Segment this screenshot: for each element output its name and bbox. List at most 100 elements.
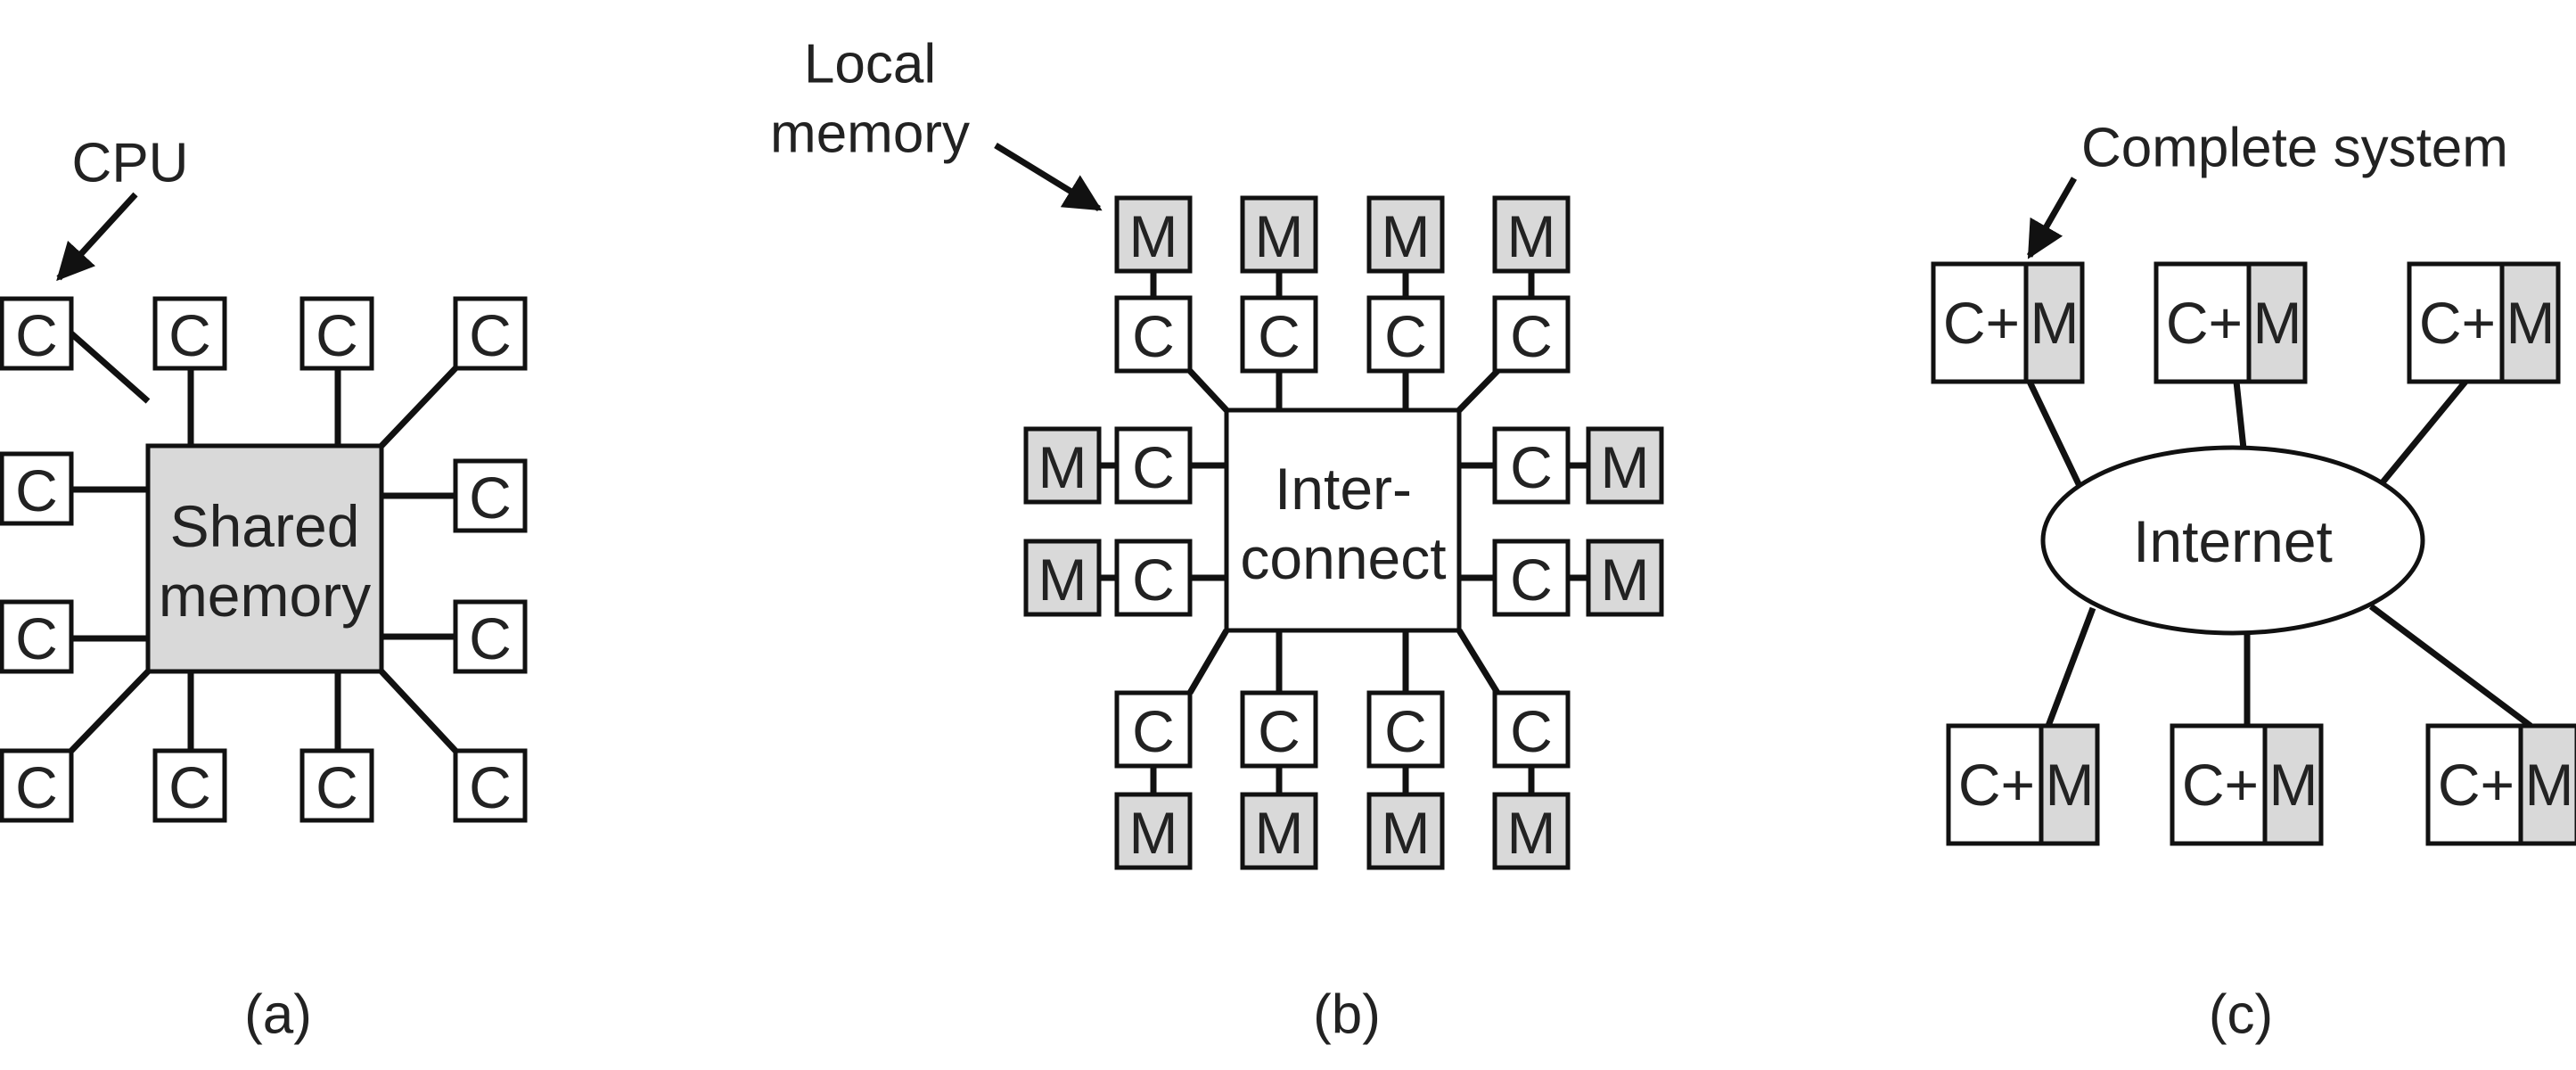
cpu-node-box [1114, 295, 1193, 374]
interconnect-block: Inter-connect [1224, 407, 1462, 633]
cpu-node-box [453, 296, 528, 371]
local-memory-node-box [1114, 792, 1193, 870]
cpu-node-box [1492, 426, 1571, 505]
cpu-node: C [299, 748, 374, 823]
cpu-node-label: C [1510, 303, 1553, 369]
cpu-node: C [1240, 690, 1318, 769]
local-memory-node-label: M [1601, 434, 1650, 500]
cpu-annotation-arrow [56, 192, 138, 282]
cpu-node-label: C [15, 302, 58, 368]
shared-memory-label-line2: memory [159, 563, 371, 629]
local-memory-node: M [1586, 539, 1664, 617]
cpu-node: C [453, 458, 528, 533]
local-memory-node-label: M [1382, 800, 1431, 866]
local-memory-node-label: M [1129, 800, 1178, 866]
cpu-node-label: C [1510, 547, 1553, 613]
local-memory-node: M [1492, 792, 1571, 870]
cpu-node: C [299, 296, 374, 371]
cpu-node: C [0, 748, 74, 823]
cpu-node: C [0, 296, 74, 371]
local-memory-node-label: M [1507, 800, 1556, 866]
cpu-node-box [1114, 426, 1193, 505]
cpu-node: C [1114, 539, 1193, 617]
local-memory-node-box [1240, 195, 1318, 274]
node-cpu-part [2170, 723, 2268, 846]
interconnect-label-line1: Inter- [1275, 456, 1412, 522]
node-cpu-part [2154, 261, 2252, 384]
local-memory-node-label: M [1601, 547, 1650, 613]
cpu-node-box [453, 458, 528, 533]
local-memory-node: M [1023, 539, 1102, 617]
cpu-memory-link [69, 331, 151, 404]
cpu-node-box [299, 748, 374, 823]
cpu-node-label: C [469, 302, 512, 368]
cpu-memory-link [379, 366, 458, 449]
complete-system-node: C+M [2154, 261, 2308, 384]
cpu-node-label: C [1510, 698, 1553, 764]
interconnect-label-line2: connect [1240, 525, 1446, 591]
cpu-node-box [152, 748, 227, 823]
internet-link [2233, 381, 2247, 449]
node-memory-part [2246, 261, 2308, 384]
cpu-node: C [1366, 295, 1445, 374]
cpu-node-box [1492, 539, 1571, 617]
cpu-node-label: C [168, 302, 211, 368]
cpu-node-box [1240, 295, 1318, 374]
node-cpu-label: C+ [2438, 752, 2514, 818]
local-memory-node: M [1114, 792, 1193, 870]
local-memory-node-box [1492, 195, 1571, 274]
local-memory-node-box [1240, 792, 1318, 870]
cpu-node-box [152, 296, 227, 371]
cpu-node-label: C [469, 465, 512, 531]
node-memory-label: M [2030, 290, 2080, 356]
node-memory-label: M [2506, 290, 2555, 356]
complete-system-annotation-arrow [2026, 177, 2078, 259]
local-memory-node: M [1114, 195, 1193, 274]
cpu-node-label: C [1132, 698, 1175, 764]
cpu-node-label: C [1132, 434, 1175, 500]
node-memory-label: M [2269, 752, 2318, 818]
local-memory-node-label: M [1038, 434, 1087, 500]
node-memory-label: M [2046, 752, 2095, 818]
complete-system-annotation: Complete system [2081, 118, 2508, 179]
local-memory-node-box [1586, 539, 1664, 617]
cpu-node: C [0, 599, 74, 674]
cpu-node-label: C [469, 754, 512, 820]
local-memory-annotation-arrow [994, 143, 1103, 211]
local-memory-node: M [1240, 195, 1318, 274]
local-memory-node: M [1492, 195, 1571, 274]
cpu-node-box [299, 296, 374, 371]
internet-label: Internet [2133, 508, 2333, 574]
internet-link [2045, 606, 2096, 728]
cpu-interconnect-link [1187, 368, 1229, 413]
shared-memory-box [145, 443, 384, 674]
complete-system-node: C+M [2170, 723, 2324, 846]
cpu-node-label: C [1132, 303, 1175, 369]
cpu-node-box [1492, 690, 1571, 769]
local-memory-node: M [1366, 195, 1445, 274]
cpu-interconnect-link [1456, 368, 1500, 413]
local-memory-node: M [1023, 426, 1102, 505]
panel-b-caption: (b) [1313, 984, 1381, 1046]
node-cpu-label: C+ [1958, 752, 2035, 818]
cpu-node: C [152, 748, 227, 823]
internet-link [2368, 604, 2533, 728]
cpu-node-box [1240, 690, 1318, 769]
node-memory-part [2262, 723, 2324, 846]
cpu-node: C [1114, 690, 1193, 769]
internet-ellipse [2040, 445, 2425, 636]
interconnect-box [1224, 407, 1462, 633]
cpu-node-box [0, 451, 74, 526]
cpu-node: C [1240, 295, 1318, 374]
cpu-node-box [453, 748, 528, 823]
cpu-node-label: C [1384, 303, 1427, 369]
node-memory-label: M [2253, 290, 2302, 356]
cpu-memory-link [69, 669, 151, 753]
cpu-node: C [453, 296, 528, 371]
node-memory-label: M [2525, 752, 2574, 818]
cpu-node-label: C [469, 605, 512, 671]
node-cpu-label: C+ [2166, 290, 2243, 356]
cpu-node: C [152, 296, 227, 371]
